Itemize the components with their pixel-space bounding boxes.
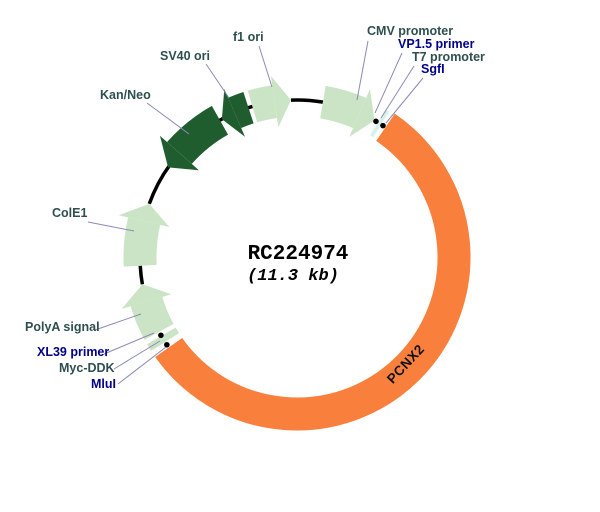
label-myc-ddk: Myc-DDK: [59, 361, 115, 375]
leader-line-sgfi: [385, 77, 424, 124]
site-dot: [164, 341, 170, 348]
cole1-arrow: [123, 217, 161, 267]
leader-line-t7-promoter: [380, 65, 415, 119]
cmv-promoter-arrow-head: [349, 89, 375, 137]
label-cole1: ColE1: [52, 206, 88, 220]
backbone-arc: [290, 98, 324, 104]
sv40-ori-arrow: [228, 91, 254, 129]
pcnx2-gene-arc: [155, 113, 471, 431]
leader-line-xl39-primer: [103, 332, 155, 355]
f1-ori-arrow-head: [270, 75, 291, 128]
leader-line-polya-signal: [94, 313, 142, 331]
cmv-promoter-arrow: [319, 85, 367, 129]
kan-neo-arrow: [167, 105, 229, 165]
leader-line-f1-ori: [258, 45, 273, 88]
leader-line-mlui: [117, 346, 167, 385]
polya-signal-arrow-head: [121, 284, 172, 309]
sv40-ori-arrow-head: [221, 89, 245, 137]
leader-line-kan-neo: [146, 102, 190, 135]
plasmid-title: RC224974: [248, 243, 349, 266]
label-polya-signal: PolyA signal: [25, 320, 100, 334]
plasmid-segments: [118, 75, 471, 431]
site-dot: [373, 118, 379, 125]
leader-line-cmv-promoter: [356, 40, 369, 101]
kan-neo-arrow-head: [159, 135, 199, 171]
polya-signal-arrow: [130, 296, 174, 340]
leader-line-vp15-primer: [374, 52, 403, 114]
leader-line-sv40-ori: [205, 63, 230, 99]
label-sgfi: SgfI: [421, 62, 445, 76]
cole1-arrow-head: [118, 203, 170, 228]
leader-line-myc-ddk: [113, 340, 161, 370]
leader-line-cole1: [87, 221, 135, 232]
label-xl39-primer: XL39 primer: [37, 345, 110, 359]
label-t7-promoter: T7 promoter: [412, 50, 485, 64]
site-dot: [158, 332, 164, 339]
restriction-site-dots: [158, 118, 386, 348]
label-leader-lines: [87, 40, 424, 385]
plasmid-size: (11.3 kb): [247, 267, 339, 286]
label-kan-neo: Kan/Neo: [100, 88, 151, 102]
label-sv40-ori: SV40 ori: [160, 49, 211, 63]
label-cmv-promoter: CMV promoter: [367, 24, 454, 38]
backbone-arc: [147, 163, 172, 205]
label-vp15-primer: VP1.5 primer: [398, 37, 475, 51]
backbone-arc: [138, 265, 145, 285]
label-f1-ori: f1 ori: [233, 30, 264, 44]
label-mlui: MluI: [91, 377, 116, 391]
site-dot: [380, 122, 386, 129]
f1-ori-arrow: [247, 85, 278, 123]
